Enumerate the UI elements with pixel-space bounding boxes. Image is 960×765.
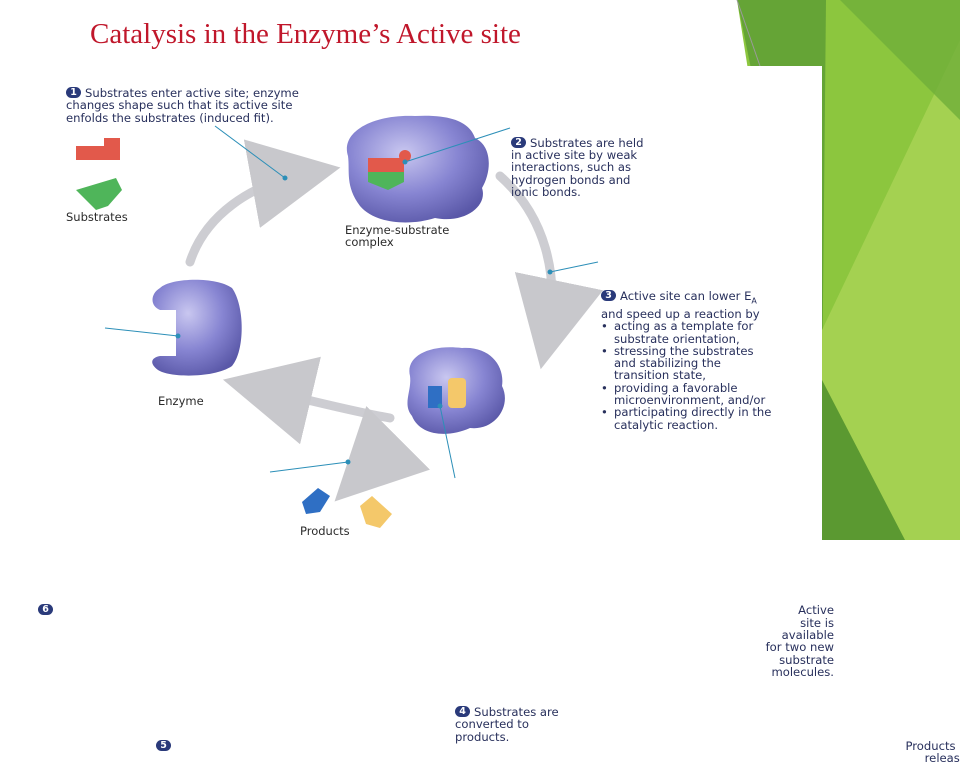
free-enzyme (152, 279, 242, 376)
step-3-bullet-line: providing a favorable (614, 380, 738, 395)
enzyme-product-complex (407, 347, 505, 434)
cycle-arrows (185, 139, 603, 502)
step-1-line: enfolds the substrates (induced fit). (66, 110, 274, 125)
enzyme-substrate-complex (346, 115, 489, 223)
step-3-number: 3 (601, 290, 616, 302)
step-3-bullet-line: acting as a template for (614, 319, 754, 334)
step-3-bullet: stressing the substrates and stabilizing… (601, 345, 960, 382)
step-2-line: hydrogen bonds and (511, 172, 631, 187)
step-1-label: 1 Substrates enter active site; enzyme c… (66, 87, 888, 124)
leader-lines (104, 125, 599, 479)
step-6-line: site is (800, 615, 834, 630)
step-6-line: for two new (765, 640, 834, 655)
step-3-bullet-line: participating directly in the (614, 405, 772, 420)
step-3-bullet: providing a favorable microenvironment, … (601, 380, 960, 408)
step-3-line: Active site can lower E (620, 289, 752, 304)
step-3-bullet-line: transition state, (614, 368, 706, 383)
step-3-bullet-line: substrate orientation, (614, 331, 740, 346)
step-2-line: Substrates are held (530, 135, 644, 150)
slide-title: Catalysis in the Enzyme’s Active site (90, 18, 521, 50)
step-3-bullet: acting as a template for substrate orien… (601, 320, 960, 345)
step-2-number: 2 (511, 136, 526, 148)
step-3-label: 3 Active site can lower EA and speed up … (601, 290, 960, 431)
step-4-number: 4 (455, 705, 470, 717)
step-4-line: converted to (455, 717, 529, 732)
step-5-number: 5 (156, 739, 171, 751)
step-6-line: Active (798, 603, 834, 618)
complex-caption: Enzyme-substrate complex (345, 224, 449, 248)
products-caption: Products (300, 524, 350, 538)
enzyme-caption: Enzyme (158, 394, 204, 408)
step-6-line: available (781, 628, 834, 643)
complex-caption-line: Enzyme-substrate (345, 223, 450, 237)
step-3-subscript: A (751, 296, 757, 306)
step-5-label: 5 Products are released. (156, 738, 960, 765)
step-5-line: released. (924, 751, 960, 765)
step-4-line: Substrates are (474, 704, 559, 719)
step-6-number: 6 (38, 604, 53, 616)
step-1-number: 1 (66, 87, 81, 98)
step-6-line: molecules. (771, 664, 834, 679)
step-4-label: 4 Substrates are converted to products. (455, 706, 960, 743)
step-2-line: ionic bonds. (511, 185, 581, 200)
step-3-bullet-line: microenvironment, and/or (614, 393, 766, 408)
step-1-line: Substrates enter active site; enzyme (85, 86, 299, 100)
substrates-caption: Substrates (66, 210, 128, 224)
step-3-bullet-line: catalytic reaction. (614, 417, 719, 432)
step-2-line: in active site by weak (511, 148, 638, 163)
step-6-label: 6 Active site is available for two new s… (12, 604, 834, 678)
step-3-bullet-line: stressing the substrates (614, 343, 754, 358)
step-5-line: Products are (905, 738, 960, 753)
catalytic-cycle-figure: 1 Substrates enter active site; enzyme c… (0, 66, 960, 764)
step-1-line: changes shape such that its active site (66, 98, 293, 113)
step-3-bullet: participating directly in the catalytic … (601, 406, 960, 431)
step-2-line: interactions, such as (511, 160, 632, 175)
step-3-line: and speed up a reaction by (601, 306, 760, 321)
step-6-line: substrate (779, 652, 834, 667)
cycle-diagram (76, 115, 603, 528)
products-shapes (302, 488, 392, 528)
substrates-shapes (76, 138, 122, 210)
complex-caption-line: complex (345, 235, 394, 249)
step-2-label: 2 Substrates are held in active site by … (511, 137, 960, 198)
step-3-bullet-line: and stabilizing the (614, 356, 721, 371)
